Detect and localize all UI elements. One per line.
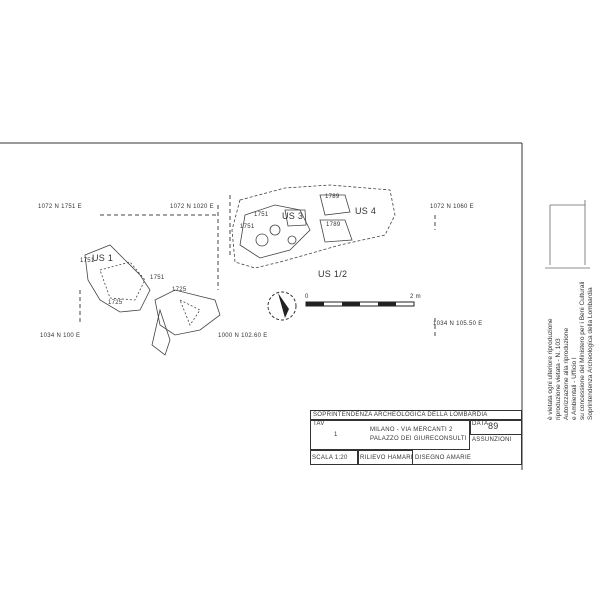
elevation-label: 1751 [150, 275, 165, 281]
coordinate-label: 1000 N 102.60 E [218, 333, 268, 339]
unit-label: US 1 [92, 253, 114, 263]
north-arrow [267, 291, 297, 321]
side-stamp [545, 200, 590, 269]
date-label: DATA [472, 421, 489, 427]
tav-label: TAV [313, 421, 325, 427]
side-note: è vietata ogni ulteriore riproduzione [547, 318, 554, 420]
elevation-label: 1751 [80, 258, 95, 264]
rilievo-text: RILIEVO HAMARI [360, 455, 413, 461]
site-line-1: MILANO - VIA MERCANTI 2 [370, 427, 453, 433]
coordinate-label: 1072 N 1060 E [430, 204, 474, 210]
tav-value: 1 [334, 432, 338, 438]
elevation-label: 1789 [325, 194, 340, 200]
side-note: su concessione del Ministero per i Beni … [579, 281, 586, 420]
elevation-label: 1751 [240, 224, 255, 230]
side-note: Soprintendenza Archeologica della Lombar… [587, 287, 594, 420]
elevation-label: 1789 [326, 222, 341, 228]
date-value: 89 [488, 421, 499, 431]
excavation-units [84, 184, 396, 356]
elevation-label: 1725 [108, 300, 123, 306]
grid-lines [79, 195, 436, 338]
elevation-label: 1725 [172, 287, 187, 293]
side-note: e Ambientali - Ufficio I [571, 357, 578, 420]
elevation-label: 1751 [254, 212, 269, 218]
side-note: Autorizzazione alla riproduzione [563, 327, 570, 420]
coordinate-label: 1072 N 1751 E [38, 204, 82, 210]
coordinate-label: 1072 N 1020 E [170, 204, 214, 210]
scale-end: 2 m [410, 294, 421, 300]
side-note: riproduzione vietata - N. 103 [555, 338, 562, 420]
scale-start: 0 [305, 294, 309, 300]
coordinate-label: 1034 N 100 E [40, 333, 81, 339]
unit-label: US 4 [355, 206, 377, 216]
institution: SOPRINTENDENZA ARCHEOLOGICA DELLA LOMBAR… [313, 412, 488, 418]
assunzioni: ASSUNZIONI [472, 437, 512, 443]
site-line-2: PALAZZO DEI GIURECONSULTI [370, 436, 467, 442]
disegno-text: DISEGNO AMARIE [415, 455, 472, 461]
scale-bar [305, 301, 415, 307]
unit-label: US 3 [282, 211, 304, 221]
unit-label: US 1/2 [318, 269, 348, 279]
coordinate-label: 1034 N 105.50 E [433, 321, 483, 327]
scale-text: SCALA 1:20 [312, 455, 348, 461]
